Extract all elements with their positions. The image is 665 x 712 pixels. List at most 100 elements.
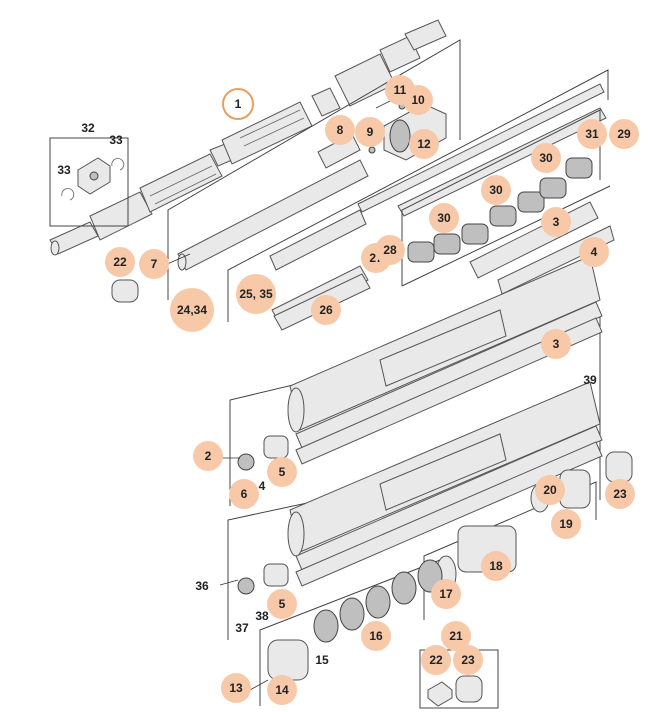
callout-c39: 39 (583, 373, 597, 387)
callout-number: 37 (235, 621, 249, 635)
callout-c11: 11 (385, 75, 415, 105)
callout-number: 28 (383, 243, 397, 257)
sleeve-part-5a (263, 435, 289, 459)
callout-number: 6 (241, 487, 248, 501)
callout-c8: 8 (325, 115, 355, 145)
callout-c19: 19 (551, 509, 581, 539)
callout-c29: 29 (609, 119, 639, 149)
callout-number: 31 (585, 127, 599, 141)
callout-c28: 28 (375, 235, 405, 265)
callout-c20: 20 (535, 475, 565, 505)
callout-number: 19 (559, 517, 573, 531)
callout-number: 30 (437, 211, 451, 225)
callout-circle (139, 249, 169, 279)
callout-circle (361, 621, 391, 651)
callout-c26: 26 (311, 295, 341, 325)
callout-c6: 6 (229, 479, 259, 509)
bearing-frame (401, 109, 601, 286)
callout-number: 16 (369, 629, 383, 643)
callout-number: 33 (57, 163, 71, 177)
callout-circle (481, 551, 511, 581)
callout-number: 5 (279, 465, 286, 479)
callout-c37: 37 (235, 621, 249, 635)
callout-number: 7 (151, 257, 158, 271)
callout-number: 20 (543, 483, 557, 497)
callout-c5a: 5 (267, 457, 297, 487)
drive-shaft-part (49, 19, 447, 256)
callout-number: 26 (319, 303, 333, 317)
callout-c17: 17 (431, 579, 461, 609)
callout-circle (605, 479, 635, 509)
callout-circle (355, 117, 385, 147)
callout-circle (551, 509, 581, 539)
callout-c9: 9 (355, 117, 385, 147)
callout-circle (229, 479, 259, 509)
callout-circle (535, 475, 565, 505)
callout-c3a: 3 (541, 207, 571, 237)
callout-number: 25, 35 (239, 287, 273, 301)
bracket-clip-group (49, 137, 129, 227)
callout-number: 23 (613, 487, 627, 501)
callout-number: 21 (449, 629, 463, 643)
long-shaft-frame (227, 69, 609, 331)
callout-c21: 21 (441, 621, 471, 651)
callout-c3b: 3 (541, 329, 571, 359)
callout-number: 14 (275, 683, 289, 697)
bearing-sleeves (407, 157, 593, 263)
callout-number: 2 (205, 449, 212, 463)
callout-c23a: 23 (605, 479, 635, 509)
callout-number: 8 (337, 123, 344, 137)
callout-circle (267, 457, 297, 487)
callout-c36: 36 (195, 579, 209, 593)
callout-number: 5 (279, 597, 286, 611)
callout-number: 22 (113, 255, 127, 269)
end-cap-part (111, 279, 139, 303)
callout-c33b: 33 (57, 163, 71, 177)
callout-circle (409, 129, 439, 159)
callout-c2: 2 (193, 441, 223, 471)
callout-number: 15 (315, 653, 329, 667)
callout-c16: 16 (361, 621, 391, 651)
callout-number: 18 (489, 559, 503, 573)
callout-c22a: 22 (105, 247, 135, 277)
tube-assembly-2 (229, 255, 603, 506)
callout-circle (429, 203, 459, 233)
callout-circle (453, 645, 483, 675)
callout-circle (325, 115, 355, 145)
callout-number: 22 (429, 653, 443, 667)
callout-number: 23 (461, 653, 475, 667)
callout-circle (170, 288, 214, 332)
callout-c30b: 30 (481, 175, 511, 205)
callout-c5b: 5 (267, 589, 297, 619)
callout-c14: 14 (267, 675, 297, 705)
callout-c30a: 30 (429, 203, 459, 233)
callout-number: 17 (439, 587, 453, 601)
callout-circle (541, 329, 571, 359)
callout-circle (311, 295, 341, 325)
callout-number: 4 (259, 479, 266, 493)
callout-c18: 18 (481, 551, 511, 581)
callout-circle (267, 675, 297, 705)
callout-number: 3 (553, 337, 560, 351)
callout-number: 4 (591, 245, 598, 259)
sleeve-part-5b (263, 563, 289, 587)
callout-number: 9 (367, 125, 374, 139)
callout-circle (193, 441, 223, 471)
callout-c7: 7 (139, 249, 169, 279)
callout-circle (431, 579, 461, 609)
callout-circle (541, 207, 571, 237)
callout-circle (375, 235, 405, 265)
callout-circle (609, 119, 639, 149)
callout-number: 30 (489, 183, 503, 197)
callout-number: 33 (109, 133, 123, 147)
callout-number: 29 (617, 127, 631, 141)
callout-number: 12 (417, 137, 431, 151)
callout-circle (105, 247, 135, 277)
callout-number: 13 (229, 681, 243, 695)
callout-circle (441, 621, 471, 651)
callout-number: 32 (81, 121, 95, 135)
callout-number: 11 (394, 83, 407, 97)
callout-circle (481, 175, 511, 205)
callout-c12: 12 (409, 129, 439, 159)
